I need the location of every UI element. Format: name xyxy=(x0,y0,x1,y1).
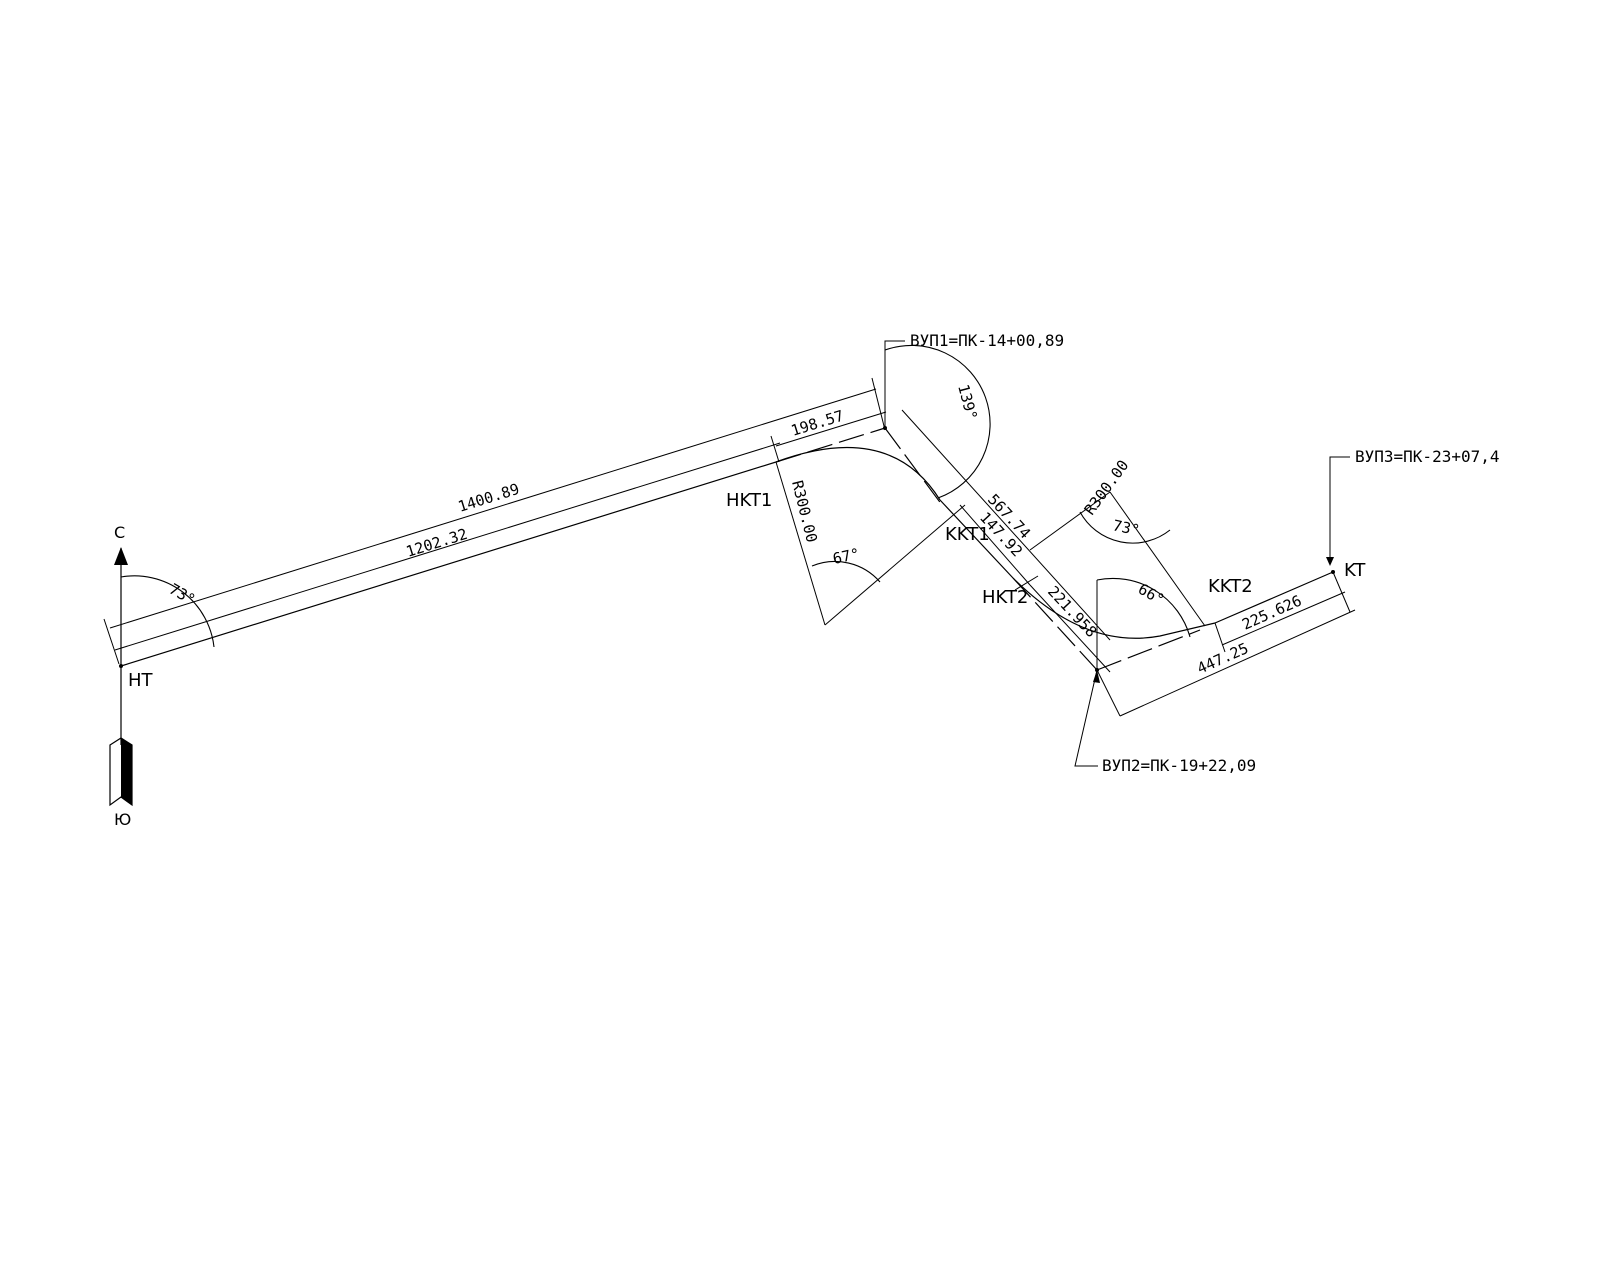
marker-vertex-2 xyxy=(1095,668,1099,672)
dim-line-198 xyxy=(775,411,887,447)
dim-tick xyxy=(770,435,780,463)
leader-vup1 xyxy=(884,340,905,350)
angle-arc-2 xyxy=(884,344,991,499)
label-kkt2: KKT2 xyxy=(1208,576,1253,597)
dim-221: 221.958 xyxy=(1044,582,1100,641)
dim-tick xyxy=(871,377,886,431)
dim-198: 198.57 xyxy=(789,407,846,440)
route-curve-2 xyxy=(1012,577,1216,639)
route-centerline xyxy=(120,446,1334,667)
dim-line-147 xyxy=(959,504,1031,586)
radius-1a xyxy=(775,461,826,626)
radius-2b xyxy=(1109,491,1206,627)
dimension-lines-seg3 xyxy=(1096,571,1356,717)
dim-1202: 1202.32 xyxy=(404,525,470,561)
radius-lines xyxy=(775,350,1206,670)
angle-arc-5 xyxy=(1096,577,1191,638)
dim-line-567 xyxy=(901,409,1111,641)
tangent-2b xyxy=(1096,629,1201,671)
compass: С Ю xyxy=(109,523,133,829)
leader-vup2 xyxy=(1074,669,1098,767)
leader-vup3 xyxy=(1329,456,1350,560)
route-straight-2 xyxy=(939,499,1014,579)
angle-arc-3 xyxy=(811,560,881,583)
tangent-2a xyxy=(1012,577,1098,671)
leader-vup2-arrow-icon xyxy=(1093,670,1100,683)
route-straight-3 xyxy=(1214,571,1334,624)
radius-1-label: R300.00 xyxy=(788,479,821,545)
vertex-markers xyxy=(119,426,1335,672)
dim-1400: 1400.89 xyxy=(456,480,522,516)
dim-line-447 xyxy=(1119,609,1356,717)
dim-tick xyxy=(103,618,120,665)
tangent-1b xyxy=(884,427,943,506)
label-end: KT xyxy=(1344,560,1366,581)
label-hkt2: HKT2 xyxy=(982,587,1028,608)
callout-vup1: ВУП1=ПК-14+00,89 xyxy=(910,331,1064,350)
route-curve-1 xyxy=(775,446,941,501)
angle-arc-4 xyxy=(1079,511,1171,544)
angle-arc-1 xyxy=(120,575,215,648)
dim-ext xyxy=(1214,622,1226,653)
dim-ext xyxy=(1096,669,1121,717)
dim-tick xyxy=(1014,575,1039,591)
dim-line-225 xyxy=(1221,591,1346,646)
south-label: Ю xyxy=(114,810,131,829)
label-hkt1: HKT1 xyxy=(726,490,772,511)
leader-vup3-arrow-icon xyxy=(1326,557,1334,566)
marker-end xyxy=(1331,570,1335,574)
dim-line-1400 xyxy=(109,388,877,629)
angle-2-label: 139° xyxy=(954,382,981,422)
tangent-lines xyxy=(775,427,1201,671)
angle-arcs xyxy=(120,344,1191,648)
dimension-lines-seg1 xyxy=(103,377,887,665)
route-straight-1 xyxy=(120,461,777,667)
angle-3-label: 67° xyxy=(831,545,861,568)
tangent-1a xyxy=(775,427,886,463)
marker-start xyxy=(119,664,123,668)
south-arrow-fill xyxy=(121,738,132,805)
dim-ext xyxy=(1332,571,1351,613)
callout-leaders xyxy=(884,340,1350,767)
radius-2-label: R300.00 xyxy=(1081,457,1133,519)
radius-2a xyxy=(1029,491,1111,551)
radius-1b xyxy=(824,504,966,626)
angle-5-label: 66° xyxy=(1135,580,1167,609)
north-label: С xyxy=(114,523,125,542)
angle-4-label: 73° xyxy=(1111,516,1141,539)
label-kkt1: KKT1 xyxy=(945,524,990,545)
callout-vup3: ВУП3=ПК-23+07,4 xyxy=(1355,447,1500,466)
point-labels: HT HKT1 KKT1 HKT2 KKT2 KT xyxy=(128,490,1366,691)
marker-vertex-1 xyxy=(883,426,887,430)
callout-vup2: ВУП2=ПК-19+22,09 xyxy=(1102,756,1256,775)
callout-texts: ВУП1=ПК-14+00,89 ВУП2=ПК-19+22,09 ВУП3=П… xyxy=(910,331,1500,775)
label-start: HT xyxy=(128,670,154,691)
north-arrow-icon xyxy=(114,547,128,565)
dim-line-1202 xyxy=(114,442,781,651)
